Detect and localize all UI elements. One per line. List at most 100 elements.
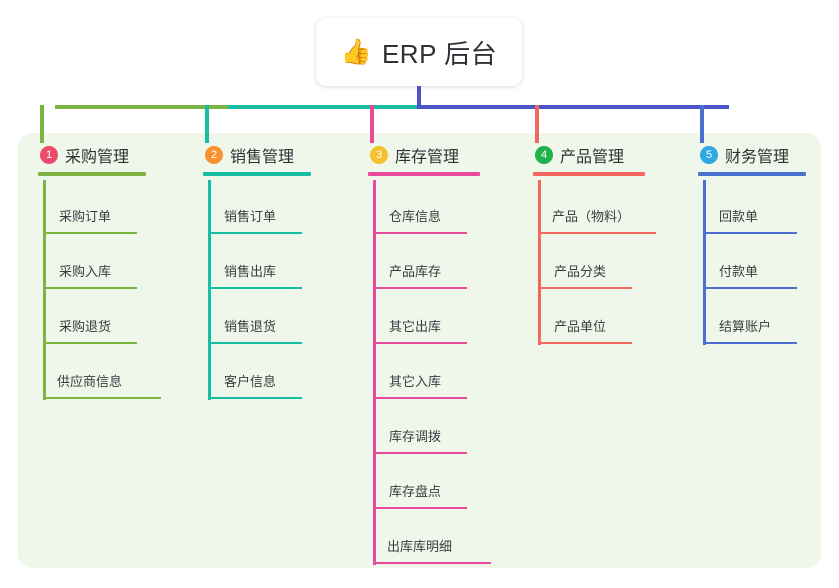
column-badge-1: 1 bbox=[40, 146, 58, 164]
leaf-node[interactable]: 销售退货 bbox=[208, 290, 302, 344]
leaf-node[interactable]: 产品单位 bbox=[538, 290, 632, 344]
column-spine-3 bbox=[373, 180, 376, 565]
column-rule-4 bbox=[533, 172, 645, 176]
leaf-label: 采购订单 bbox=[59, 209, 112, 224]
leaf-label: 销售订单 bbox=[224, 209, 277, 224]
leaf-label: 产品库存 bbox=[389, 264, 442, 279]
leaf-label: 产品分类 bbox=[554, 264, 607, 279]
column-leg-connector-1 bbox=[40, 105, 44, 143]
diagram-panel bbox=[18, 133, 821, 568]
leaf-rule bbox=[703, 287, 797, 289]
leaf-label: 出库库明细 bbox=[387, 539, 453, 554]
leaf-label: 客户信息 bbox=[224, 374, 277, 389]
leaf-node[interactable]: 库存盘点 bbox=[373, 455, 467, 509]
leaf-label: 采购入库 bbox=[59, 264, 112, 279]
leaf-label: 付款单 bbox=[719, 264, 759, 279]
column-badge-5: 5 bbox=[700, 146, 718, 164]
root-title: ERP 后台 bbox=[381, 38, 498, 69]
column-leg-connector-4 bbox=[535, 105, 539, 143]
leaf-node[interactable]: 产品库存 bbox=[373, 235, 467, 289]
leaf-label: 仓库信息 bbox=[389, 209, 442, 224]
leaf-rule bbox=[703, 342, 797, 344]
leaf-rule bbox=[538, 342, 632, 344]
leaf-node[interactable]: 采购订单 bbox=[43, 180, 137, 234]
leaf-node[interactable]: 销售出库 bbox=[208, 235, 302, 289]
leaf-rule bbox=[703, 232, 797, 234]
leaf-label: 库存盘点 bbox=[389, 484, 442, 499]
thumbs-up-icon: 👍 bbox=[340, 37, 372, 66]
column-spine-1 bbox=[43, 180, 46, 400]
leaf-label: 采购退货 bbox=[59, 319, 112, 334]
column-header-1[interactable]: 1 采购管理 bbox=[38, 143, 188, 167]
leaf-rule bbox=[43, 397, 161, 399]
bus-segment-middle bbox=[228, 105, 419, 109]
leaf-rule bbox=[208, 342, 302, 344]
column-title-2: 销售管理 bbox=[230, 149, 295, 166]
column-rule-1 bbox=[38, 172, 146, 176]
leaf-label: 产品（物料） bbox=[552, 209, 631, 224]
column-spine-2 bbox=[208, 180, 211, 400]
bus-segment-right bbox=[417, 105, 729, 109]
leaf-rule bbox=[43, 232, 137, 234]
column-5: 5 财务管理 bbox=[698, 143, 839, 176]
column-title-3: 库存管理 bbox=[395, 149, 460, 166]
column-rule-5 bbox=[698, 172, 806, 176]
leaf-label: 其它入库 bbox=[389, 374, 442, 389]
leaf-node[interactable]: 销售订单 bbox=[208, 180, 302, 234]
column-header-2[interactable]: 2 销售管理 bbox=[203, 143, 353, 167]
leaf-node[interactable]: 客户信息 bbox=[208, 345, 302, 399]
leaf-rule bbox=[373, 232, 467, 234]
leaf-node[interactable]: 结算账户 bbox=[703, 290, 797, 344]
bus-segment-left bbox=[55, 105, 230, 109]
leaf-node[interactable]: 付款单 bbox=[703, 235, 797, 289]
column-leg-connector-3 bbox=[370, 105, 374, 143]
leaf-rule bbox=[208, 397, 302, 399]
leaf-label: 供应商信息 bbox=[57, 374, 123, 389]
column-leg-connector-2 bbox=[205, 105, 209, 143]
column-2: 2 销售管理 bbox=[203, 143, 353, 176]
column-header-5[interactable]: 5 财务管理 bbox=[698, 143, 839, 167]
leaf-rule bbox=[43, 342, 137, 344]
column-title-5: 财务管理 bbox=[725, 149, 790, 166]
column-title-1: 采购管理 bbox=[65, 149, 130, 166]
leaf-rule bbox=[538, 232, 656, 234]
leaf-rule bbox=[373, 397, 467, 399]
leaf-rule bbox=[538, 287, 632, 289]
leaf-label: 结算账户 bbox=[719, 319, 772, 334]
leaf-node[interactable]: 产品分类 bbox=[538, 235, 632, 289]
leaf-rule bbox=[208, 232, 302, 234]
leaf-node[interactable]: 产品（物料） bbox=[538, 180, 656, 234]
leaf-rule bbox=[373, 287, 467, 289]
column-title-4: 产品管理 bbox=[560, 149, 625, 166]
root-node[interactable]: 👍 ERP 后台 bbox=[316, 18, 522, 86]
column-spine-5 bbox=[703, 180, 706, 345]
column-rule-2 bbox=[203, 172, 311, 176]
leaf-node[interactable]: 出库库明细 bbox=[373, 510, 491, 564]
leaf-label: 其它出库 bbox=[389, 319, 442, 334]
leaf-label: 销售出库 bbox=[224, 264, 277, 279]
leaf-rule bbox=[373, 452, 467, 454]
column-spine-4 bbox=[538, 180, 541, 345]
leaf-rule bbox=[373, 507, 467, 509]
leaf-node[interactable]: 采购退货 bbox=[43, 290, 137, 344]
leaf-node[interactable]: 其它入库 bbox=[373, 345, 467, 399]
column-badge-2: 2 bbox=[205, 146, 223, 164]
column-leg-connector-5 bbox=[700, 105, 704, 143]
leaf-label: 销售退货 bbox=[224, 319, 277, 334]
leaf-node[interactable]: 供应商信息 bbox=[43, 345, 161, 399]
leaf-label: 产品单位 bbox=[554, 319, 607, 334]
leaf-rule bbox=[43, 287, 137, 289]
leaf-node[interactable]: 采购入库 bbox=[43, 235, 137, 289]
column-1: 1 采购管理 bbox=[38, 143, 188, 176]
leaf-rule bbox=[373, 562, 491, 564]
leaf-rule bbox=[208, 287, 302, 289]
leaf-node[interactable]: 库存调拨 bbox=[373, 400, 467, 454]
leaf-node[interactable]: 回款单 bbox=[703, 180, 797, 234]
leaf-node[interactable]: 仓库信息 bbox=[373, 180, 467, 234]
leaf-label: 库存调拨 bbox=[389, 429, 442, 444]
leaf-node[interactable]: 其它出库 bbox=[373, 290, 467, 344]
